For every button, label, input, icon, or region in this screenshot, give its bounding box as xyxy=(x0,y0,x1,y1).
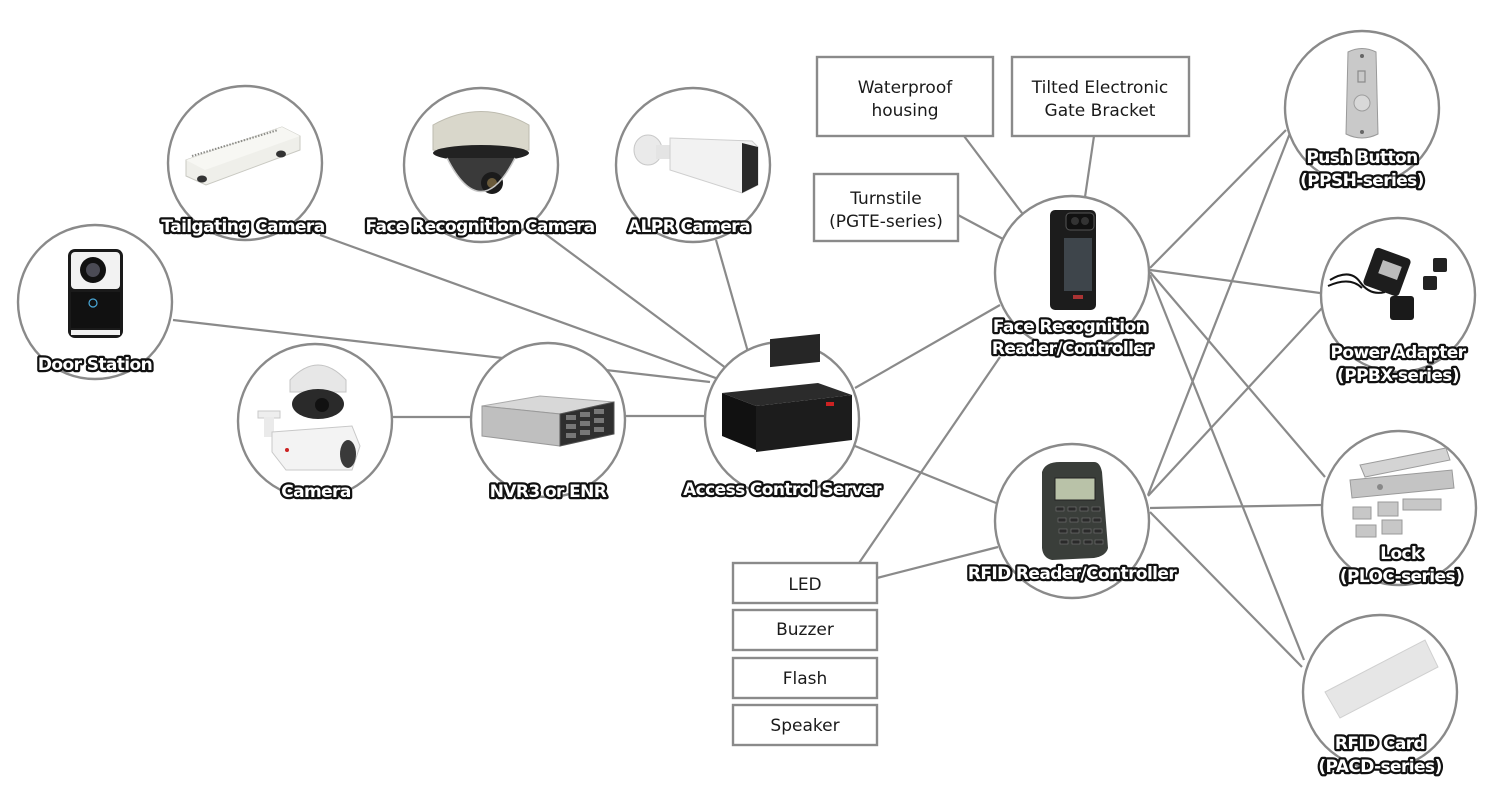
edge-led-to-rfid-reader xyxy=(876,545,999,580)
edge-rfid-reader-to-rfid-card xyxy=(1149,511,1303,668)
box-label-line: Waterproof xyxy=(858,78,953,98)
node-label: ALPR Camera xyxy=(628,217,750,237)
box-flash: Flash xyxy=(731,656,879,700)
node-access-control-server: Access Control Server xyxy=(681,333,885,502)
edge-face-recognition-camera-to-access-control-server xyxy=(539,229,743,381)
node-label: Access Control Server xyxy=(683,480,882,500)
node-lock: Lock (PLOC-series) xyxy=(1320,429,1478,589)
node-face-reader: Face Recognition Reader/Controller xyxy=(990,194,1156,361)
box-label-line: Buzzer xyxy=(776,620,834,640)
edge-door-station-to-access-control-server xyxy=(172,318,711,384)
node-label: Power Adapter xyxy=(1331,343,1467,363)
keypad-reader-icon xyxy=(1042,462,1108,560)
box-label-line: housing xyxy=(871,101,938,121)
node-nvr: NVR3 or ENR xyxy=(469,341,627,504)
rfid-card-icon xyxy=(1324,639,1439,719)
connection-lines xyxy=(172,129,1326,668)
edge-face-reader-to-power-adapter xyxy=(1149,268,1321,295)
edge-turnstile-to-face-reader xyxy=(957,214,1004,240)
edge-rfid-reader-to-push-button xyxy=(1146,132,1292,496)
box-waterproof-housing: Waterproof housing xyxy=(815,55,995,138)
node-label: (PPSH-series) xyxy=(1300,171,1424,191)
lock-icon xyxy=(1349,447,1455,538)
node-face-recognition-camera: Face Recognition Camera xyxy=(363,86,597,244)
edge-tailgating-camera-to-access-control-server xyxy=(319,233,736,387)
node-label: Push Button xyxy=(1306,148,1417,168)
nvr-rack-icon xyxy=(481,395,615,447)
node-label: Tailgating Camera xyxy=(161,217,324,237)
node-label: NVR3 or ENR xyxy=(490,482,607,502)
door-station-icon xyxy=(68,249,123,338)
node-camera: Camera xyxy=(236,342,394,504)
box-led: LED xyxy=(731,561,879,605)
box-label-line: Flash xyxy=(783,669,828,689)
push-button-icon xyxy=(1345,48,1379,139)
box-label-line: Tilted Electronic xyxy=(1031,78,1168,98)
node-label: Door Station xyxy=(38,355,152,375)
box-label-line: Turnstile xyxy=(849,189,921,209)
face-reader-icon xyxy=(1050,210,1096,310)
node-label: (PPBX-series) xyxy=(1337,366,1459,386)
node-label: RFID Card xyxy=(1335,734,1425,754)
tailgating-camera-icon xyxy=(185,126,301,186)
node-label: RFID Reader/Controller xyxy=(968,564,1177,584)
dome-camera-icon xyxy=(432,111,530,194)
edge-rfid-reader-to-lock xyxy=(1149,503,1323,510)
edge-rfid-reader-to-power-adapter xyxy=(1147,307,1323,497)
camera-icon xyxy=(257,364,361,471)
node-label: Lock xyxy=(1380,544,1423,564)
box-buzzer: Buzzer xyxy=(731,608,879,652)
edge-access-control-server-to-face-reader xyxy=(854,304,1001,389)
edge-face-reader-to-rfid-card xyxy=(1148,274,1306,661)
box-label-line: Gate Bracket xyxy=(1045,101,1156,121)
node-label: Face Recognition xyxy=(993,317,1147,337)
node-label: (PACD-series) xyxy=(1318,757,1441,777)
box-speaker: Speaker xyxy=(731,703,879,747)
node-rfid-card: RFID Card (PACD-series) xyxy=(1301,613,1459,779)
node-alpr-camera: ALPR Camera xyxy=(614,86,772,244)
bullet-camera-icon xyxy=(633,134,759,194)
box-turnstile: Turnstile (PGTE-series) xyxy=(812,172,960,243)
edge-access-control-server-to-rfid-reader xyxy=(854,444,997,505)
node-power-adapter: Power Adapter (PPBX-series) xyxy=(1319,216,1477,388)
edge-face-reader-to-push-button xyxy=(1149,129,1287,269)
box-label-line: LED xyxy=(788,575,821,595)
box-tilted-bracket: Tilted Electronic Gate Bracket xyxy=(1010,55,1191,138)
node-tailgating-camera: Tailgating Camera xyxy=(159,84,328,242)
edge-led-to-face-reader xyxy=(858,356,1001,564)
edge-alpr-camera-to-access-control-server xyxy=(714,239,750,353)
edge-waterproof-housing-to-face-reader xyxy=(963,135,1023,214)
box-label-line: (PGTE-series) xyxy=(829,212,943,232)
edge-tilted-bracket-to-face-reader xyxy=(1083,135,1096,198)
node-label: Reader/Controller xyxy=(992,339,1153,359)
node-label: (PLOC-series) xyxy=(1340,567,1462,587)
box-label-line: Speaker xyxy=(770,716,839,736)
edge-face-reader-to-lock xyxy=(1149,271,1326,478)
node-push-button: Push Button (PPSH-series) xyxy=(1283,29,1441,193)
node-label: Face Recognition Camera xyxy=(366,217,595,237)
node-label: Camera xyxy=(281,482,351,502)
node-door-station: Door Station xyxy=(16,223,174,381)
server-icon xyxy=(722,333,852,452)
node-rfid-reader: RFID Reader/Controller xyxy=(966,442,1180,600)
power-adapter-icon xyxy=(1327,247,1447,320)
